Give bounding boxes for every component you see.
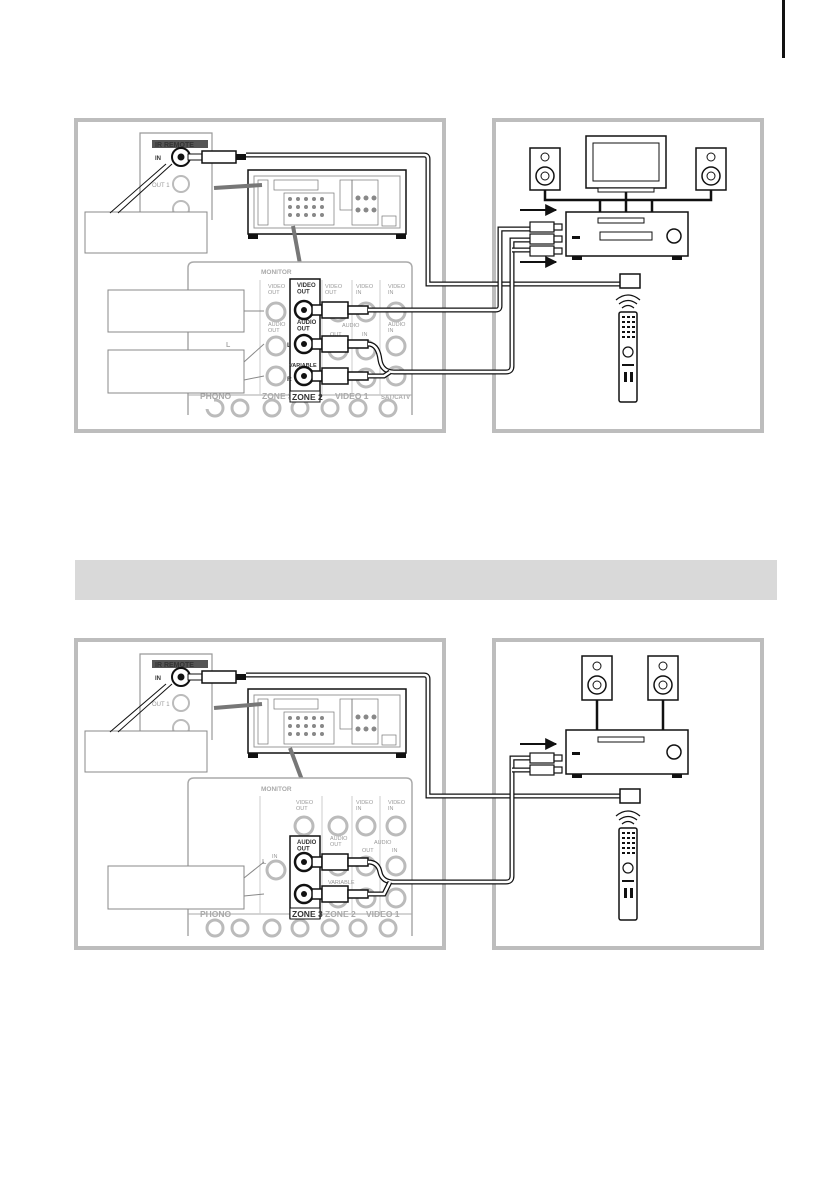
callout-audio — [107, 349, 245, 394]
speaker-right — [695, 147, 727, 191]
remote-control-icon-2 — [618, 827, 638, 921]
audio-out-small: OUT — [330, 332, 342, 338]
video1-label: VIDEO 1 — [335, 391, 369, 401]
receiver-rear-small-2 — [247, 688, 407, 758]
ir-remote-label-2: IR REMOTE — [155, 662, 194, 669]
section-heading-bar — [75, 560, 777, 600]
audio-in-small-2: IN — [392, 848, 398, 854]
speaker-left-2 — [581, 655, 613, 701]
callout-ir-2 — [84, 683, 208, 773]
callout-ir — [84, 163, 208, 254]
callout-audio-2 — [107, 865, 245, 910]
receiver-frame — [74, 118, 446, 433]
remote-signal-icon-2 — [615, 810, 641, 825]
ir-remote-panel: IR REMOTE IN OUT 1 — [139, 132, 213, 220]
ir-emitter — [619, 273, 641, 289]
amp-rca-plugs-2 — [529, 752, 563, 776]
zone2-connection-diagram: IR REMOTE IN OUT 1 — [74, 118, 764, 433]
audio-out-small-2: OUT — [362, 848, 374, 854]
zone2-label-gray: ZONE 2 — [325, 909, 356, 919]
l-gray: L — [226, 342, 231, 349]
ir-out1-label: OUT 1 — [152, 183, 170, 189]
satcatv-label: SAT/CATV — [381, 395, 410, 401]
speaker-left — [529, 147, 561, 191]
zone3-jacks — [293, 851, 315, 905]
zoom-link-ir — [213, 183, 263, 190]
remote-control-icon — [618, 311, 638, 403]
cables — [246, 152, 620, 379]
monitor-label-2: MONITOR — [261, 786, 292, 793]
phono-label-2: PHONO — [200, 909, 232, 919]
zoom-link-panel — [291, 225, 302, 265]
zone2-jacks — [293, 299, 315, 387]
cables-2 — [246, 672, 620, 897]
audio-in-small: IN — [362, 332, 368, 338]
ir-mini-plug-2 — [187, 670, 246, 684]
zone3-label: ZONE 3 — [292, 909, 323, 919]
zone3-label-gray: ZONE 3 — [262, 391, 293, 401]
monitor-label: MONITOR — [261, 269, 292, 276]
ir-remote-label: IR REMOTE — [155, 142, 194, 149]
amp-rca-plugs — [529, 221, 563, 257]
ir-in-label-2: IN — [155, 676, 161, 682]
rca-plugs — [311, 301, 369, 385]
video1-label-2: VIDEO 1 — [366, 909, 400, 919]
receiver-rear-small — [247, 169, 407, 239]
input-arrows — [520, 204, 558, 268]
ir-out1-label-2: OUT 1 — [152, 702, 170, 708]
zone-equipment-frame — [492, 118, 764, 433]
audio-label: AUDIO — [342, 323, 360, 329]
zone-amplifier — [565, 211, 689, 260]
zone2-l: L — [287, 342, 291, 349]
zone2-r: R — [287, 376, 292, 383]
l-gray-2: L — [262, 859, 267, 866]
ir-in-label: IN — [155, 156, 161, 162]
audio-label-2: AUDIO — [374, 840, 392, 846]
zone2-label: ZONE 2 — [292, 392, 323, 402]
ir-mini-plug — [187, 150, 246, 164]
in-left-2: IN — [272, 854, 278, 860]
remote-signal-icon — [615, 294, 641, 309]
zone3-connection-diagram: IR REMOTE IN OUT 1 — [74, 638, 764, 950]
page-edge-rule — [782, 0, 785, 58]
ir-emitter-2 — [619, 788, 641, 804]
zone-amplifier-2 — [565, 729, 689, 778]
variable-gray-2: VARIABLE — [328, 880, 355, 886]
zone-tv — [585, 135, 667, 193]
callout-video — [107, 289, 245, 333]
speaker-right-2 — [647, 655, 679, 701]
phono-label: PHONO — [200, 391, 232, 401]
